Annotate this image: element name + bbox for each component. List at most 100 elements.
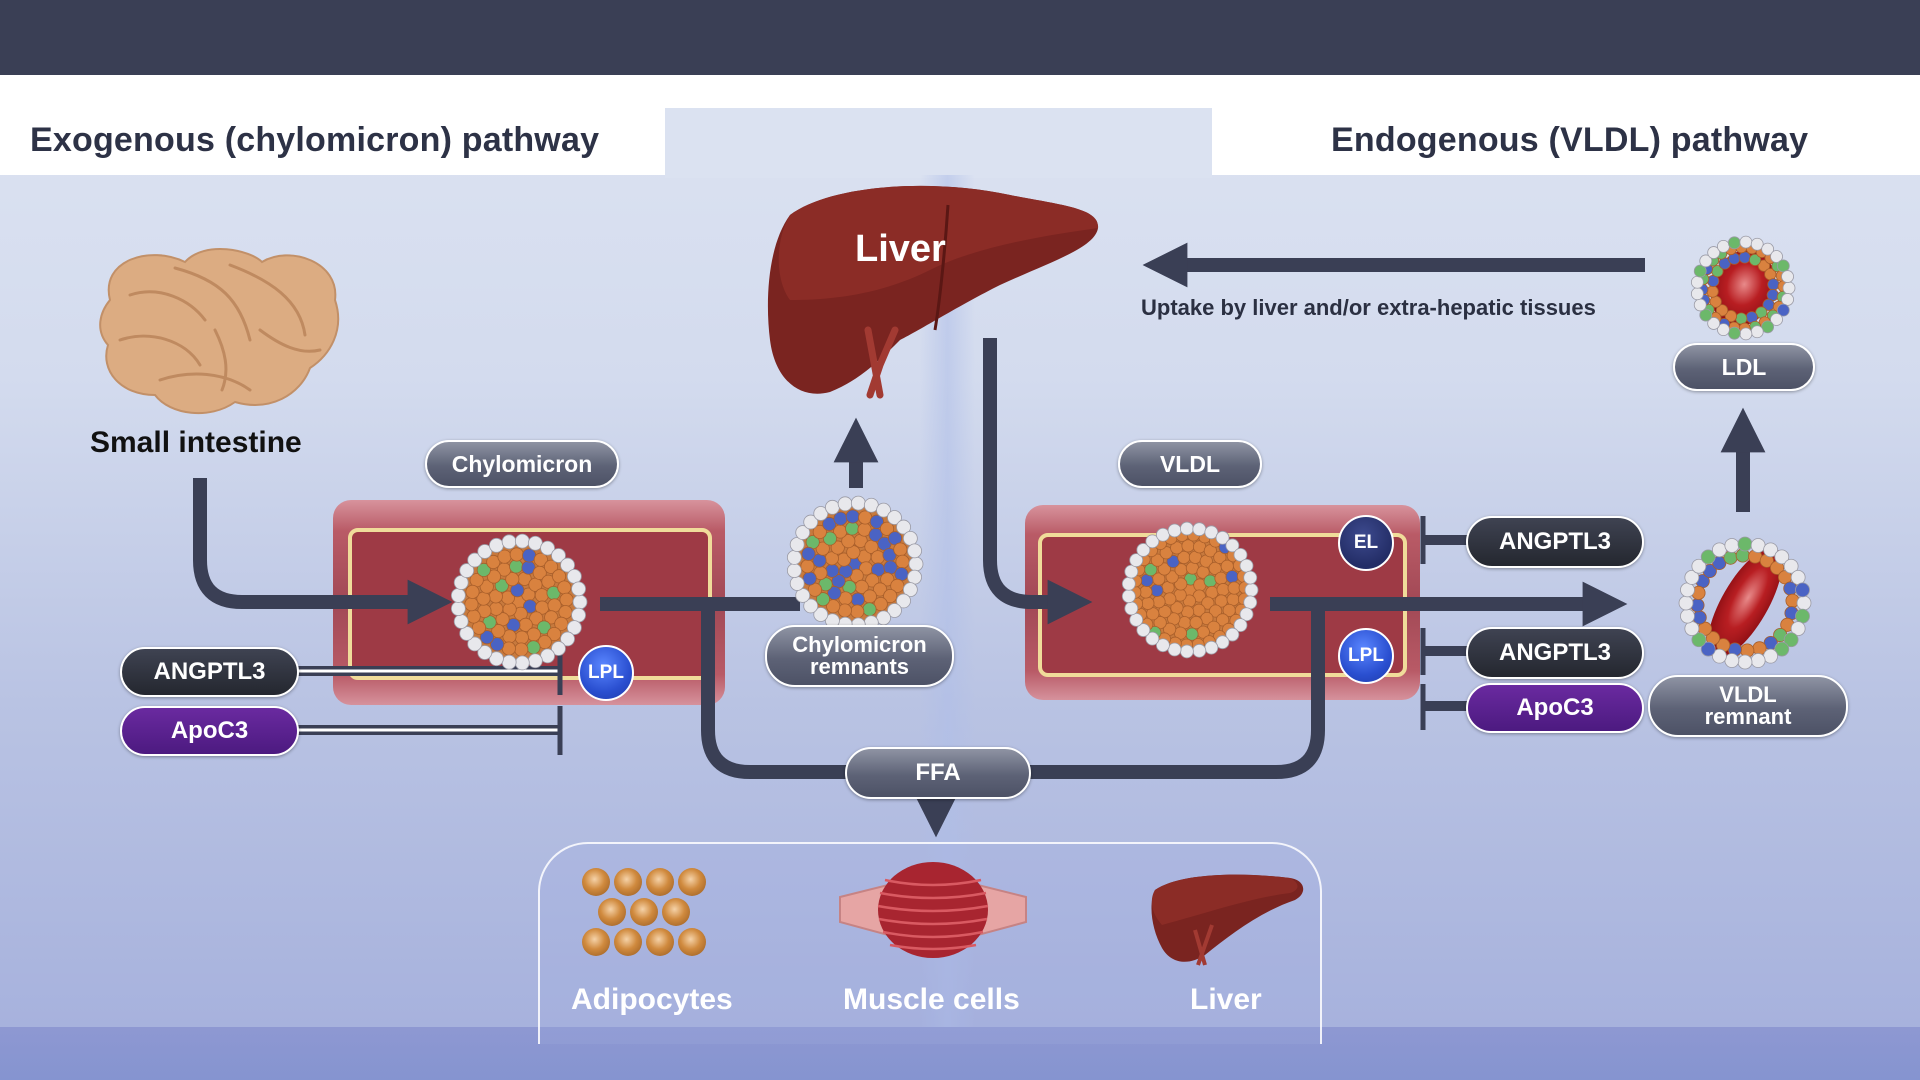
arrow-liver-to-vldl [983, 338, 1093, 625]
apoc3-inhibitor-left: ApoC3 [120, 706, 299, 756]
particle-bead [1690, 287, 1704, 301]
particle-bead [1763, 648, 1778, 664]
particle-bead [1684, 621, 1700, 636]
particle-bead [801, 546, 816, 561]
particle-bead [803, 514, 819, 530]
particle-bead [467, 636, 483, 652]
exogenous-pathway-title: Exogenous (chylomicron) pathway [30, 121, 600, 159]
liver-label: Liver [855, 228, 946, 270]
liver-tissue-label: Liver [1190, 983, 1262, 1016]
particle-bead [1157, 562, 1171, 576]
particle-bead [837, 603, 852, 618]
particle-bead [1795, 608, 1810, 624]
particle-bead [1201, 596, 1215, 610]
inhibition-lines-right [1420, 516, 1470, 730]
particle-bead [1225, 627, 1240, 642]
particle-bead [815, 541, 830, 556]
particle-bead [879, 521, 895, 536]
particle-bead [1712, 648, 1727, 664]
particle-bead [1750, 653, 1766, 668]
particle-bead [902, 582, 918, 598]
particle-bead [1724, 538, 1740, 553]
particle-bead [450, 588, 466, 603]
particle-bead [554, 616, 569, 631]
particle-bead [1767, 278, 1780, 291]
particle-bead [514, 630, 529, 645]
particle-bead [1700, 549, 1716, 565]
chylomicron-remnants-line2: remnants [809, 654, 910, 679]
particle-bead [803, 598, 819, 614]
particle-bead [544, 610, 559, 625]
particle-bead [529, 611, 544, 626]
particle-bead [1735, 312, 1748, 325]
particle-bead [1244, 583, 1259, 597]
particle-bead [887, 510, 902, 525]
particle-bead [1727, 236, 1741, 250]
particle-bead [566, 620, 582, 636]
arrow-chylomicron-to-ffa [701, 604, 850, 779]
particle-bead [1225, 570, 1239, 584]
particle-bead [837, 496, 853, 512]
particle-bead [1691, 632, 1707, 648]
particle-bead [534, 588, 549, 603]
particle-bead [1215, 635, 1230, 650]
particle-bead [646, 868, 674, 896]
particle-bead [876, 502, 891, 518]
particle-bead [850, 592, 865, 607]
particle-bead [572, 594, 588, 610]
vldl-remnant-line2: remnant [1704, 704, 1792, 729]
chylomicron-label: Chylomicron [425, 440, 619, 488]
particle-bead [841, 534, 856, 549]
particle-bead [450, 601, 466, 616]
particle-bead [1757, 259, 1771, 272]
particle-bead [1699, 308, 1713, 322]
particle-bead [1121, 589, 1136, 604]
ffa-label: FFA [845, 747, 1031, 799]
particle-bead [1227, 581, 1241, 595]
particle-bead [614, 928, 642, 956]
lpl-badge-left: LPL [578, 645, 634, 701]
ldl-label: LDL [1673, 343, 1815, 391]
particle-bead [501, 534, 517, 550]
liver-small-illustration [1151, 874, 1304, 966]
particle-bead [890, 578, 905, 593]
arrow-intestine-to-chylomicron [193, 478, 453, 625]
particle-bead [1216, 583, 1230, 597]
particle-bead [1129, 553, 1144, 568]
particle-bead [883, 588, 898, 604]
particle-bead [908, 556, 924, 572]
particle-bead [1167, 523, 1182, 538]
particle-bead [1774, 641, 1790, 657]
particle-bead [1738, 251, 1751, 264]
lpl-badge-right: LPL [1338, 628, 1394, 684]
particle-bead [630, 898, 658, 926]
particle-bead [1141, 596, 1155, 610]
particle-bead [1693, 264, 1707, 278]
vldl-remnant-label: VLDL remnant [1648, 675, 1848, 737]
particle-bead [907, 543, 922, 559]
particle-bead [865, 573, 880, 588]
particle-bead [571, 581, 586, 597]
particle-bead [1239, 607, 1254, 622]
vldl-label: VLDL [1118, 440, 1262, 488]
particle-bead [896, 593, 911, 609]
particle-bead [789, 576, 805, 591]
chylomicron-remnants-label: Chylomicron remnants [765, 625, 954, 687]
particle-bead [547, 626, 562, 642]
particle-bead [1684, 570, 1700, 585]
particle-bead [514, 533, 530, 549]
particle-bead [464, 597, 479, 612]
particle-bead [894, 567, 909, 582]
particle-bead [1776, 303, 1790, 317]
particle-bead [477, 645, 493, 660]
particle-bead [509, 559, 524, 574]
particle-bead [560, 631, 575, 647]
particle-bead [1750, 237, 1764, 251]
particle-bead [646, 928, 674, 956]
particle-bead [812, 524, 827, 540]
particle-bead [1165, 570, 1179, 584]
particle-bead [1167, 642, 1182, 657]
particle-bead [1139, 585, 1153, 599]
particle-bead [1680, 582, 1695, 598]
particle-bead [1781, 293, 1794, 306]
